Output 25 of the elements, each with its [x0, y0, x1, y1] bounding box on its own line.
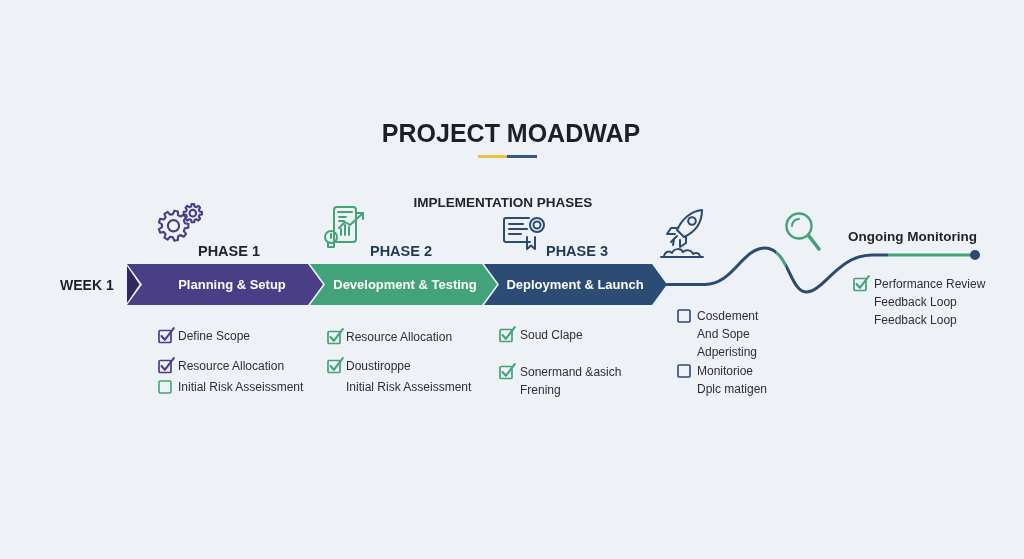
phase-label: PHASE 3 [545, 242, 609, 260]
phase-title: Planning & Setup [178, 275, 286, 294]
checklist-item: Resource Allocation [346, 329, 453, 346]
phase-label: PHASE 2 [369, 242, 433, 260]
end-dot [970, 250, 980, 260]
checklist-item: Monitorioe Dplc matigen [697, 363, 769, 398]
checklist-item: Performance Review [874, 276, 986, 293]
checklist-item: Resource Allocation [178, 358, 285, 375]
checklist-item: Define Scope [178, 328, 251, 345]
checklist-item: Feedback Loop [874, 294, 957, 311]
wavy-connector [665, 246, 972, 294]
stage-heading: Ongoing Monitoring [848, 228, 977, 246]
checklist-item: Doustiroppe [346, 358, 411, 375]
section-heading: IMPLEMENTATION PHASES [413, 194, 593, 212]
page-title: PROJECT MOADWAP [381, 118, 641, 148]
checklist-item: Feedback Loop [874, 312, 957, 329]
checklist-item: Sonermand &asich Frening [520, 364, 623, 399]
checklist-item: Soud Clape [520, 327, 584, 344]
phase-title: Development & Testing [333, 275, 477, 294]
phase-title: Deployment & Launch [506, 275, 644, 294]
checklist-item: Initial Risk Asseissment [346, 379, 472, 396]
phase-label: PHASE 1 [197, 242, 261, 260]
checklist-item: Cosdement And Sope Adperisting [697, 308, 760, 361]
week-label: WEEK 1 [60, 276, 114, 294]
checklist-item: Initial Risk Asseissment [178, 379, 304, 396]
